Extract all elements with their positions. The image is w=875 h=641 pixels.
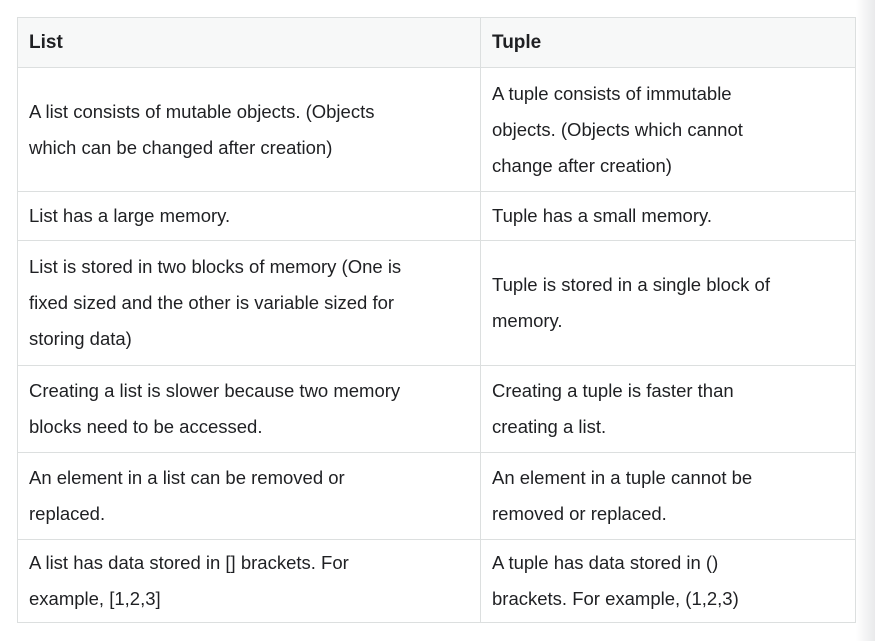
list-cell: A list consists of mutable objects. (Obj… — [17, 67, 481, 192]
table-row: List has a large memory. Tuple has a sma… — [17, 191, 856, 241]
page-edge-shadow — [856, 0, 875, 641]
table-row: An element in a list can be removed or r… — [17, 452, 856, 540]
column-header-list: List — [17, 17, 481, 68]
tuple-cell: A tuple consists of immutable objects. (… — [480, 67, 856, 192]
list-cell: An element in a list can be removed or r… — [17, 452, 481, 540]
list-cell: List has a large memory. — [17, 191, 481, 241]
tuple-cell: Tuple has a small memory. — [480, 191, 856, 241]
column-header-tuple: Tuple — [480, 17, 856, 68]
table-row: A list has data stored in [] brackets. F… — [17, 539, 856, 623]
tuple-cell: Creating a tuple is faster than creating… — [480, 365, 856, 453]
tuple-cell: A tuple has data stored in () brackets. … — [480, 539, 856, 623]
list-cell: List is stored in two blocks of memory (… — [17, 240, 481, 366]
table-row: A list consists of mutable objects. (Obj… — [17, 67, 856, 192]
tuple-cell: An element in a tuple cannot be removed … — [480, 452, 856, 540]
table-row: List is stored in two blocks of memory (… — [17, 240, 856, 366]
table-header-row: List Tuple — [17, 17, 856, 68]
tuple-cell: Tuple is stored in a single block of mem… — [480, 240, 856, 366]
list-cell: Creating a list is slower because two me… — [17, 365, 481, 453]
table-row: Creating a list is slower because two me… — [17, 365, 856, 453]
list-cell: A list has data stored in [] brackets. F… — [17, 539, 481, 623]
list-tuple-comparison-table: List Tuple A list consists of mutable ob… — [17, 17, 856, 623]
